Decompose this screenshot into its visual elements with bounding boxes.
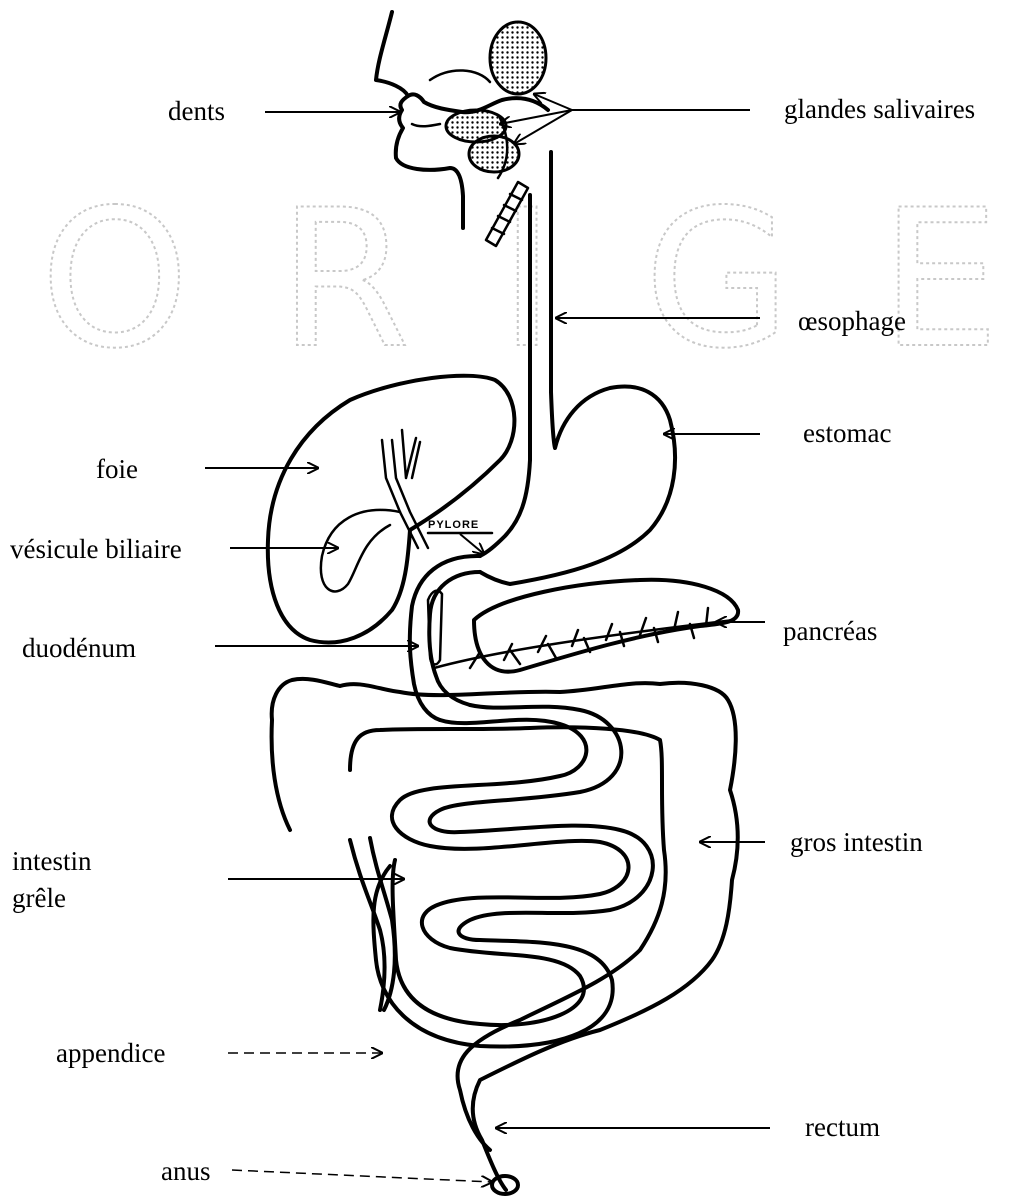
label-vesicule-biliaire: vésicule biliaire	[10, 534, 182, 564]
pancreas	[474, 580, 738, 672]
leader-pylore	[460, 534, 484, 554]
label-pancreas: pancréas	[783, 616, 877, 646]
label-duodenum: duodénum	[22, 633, 136, 663]
label-gros-intestin: gros intestin	[790, 827, 923, 857]
label-rectum: rectum	[805, 1112, 880, 1142]
salivary-glands	[446, 22, 546, 172]
label-glandes-salivaires: glandes salivaires	[784, 94, 975, 124]
parotid-gland	[490, 22, 546, 94]
label-anus: anus	[161, 1156, 211, 1186]
gall-bladder	[321, 510, 400, 591]
leader-anus	[232, 1170, 492, 1182]
label-intestin: intestin	[12, 846, 92, 876]
label-dents: dents	[168, 96, 225, 126]
label-oesophage: œsophage	[798, 306, 906, 336]
large-intestine	[272, 679, 738, 1190]
label-pylore: PYLORE	[428, 519, 479, 531]
liver	[268, 376, 515, 643]
small-intestine	[392, 720, 629, 1025]
submandibular-gland	[469, 136, 519, 172]
label-appendice: appendice	[56, 1038, 165, 1068]
label-grele: grêle	[12, 883, 66, 913]
label-estomac: estomac	[803, 418, 891, 448]
bile-ducts	[382, 430, 428, 548]
label-foie: foie	[96, 454, 138, 484]
stomach	[480, 386, 675, 584]
